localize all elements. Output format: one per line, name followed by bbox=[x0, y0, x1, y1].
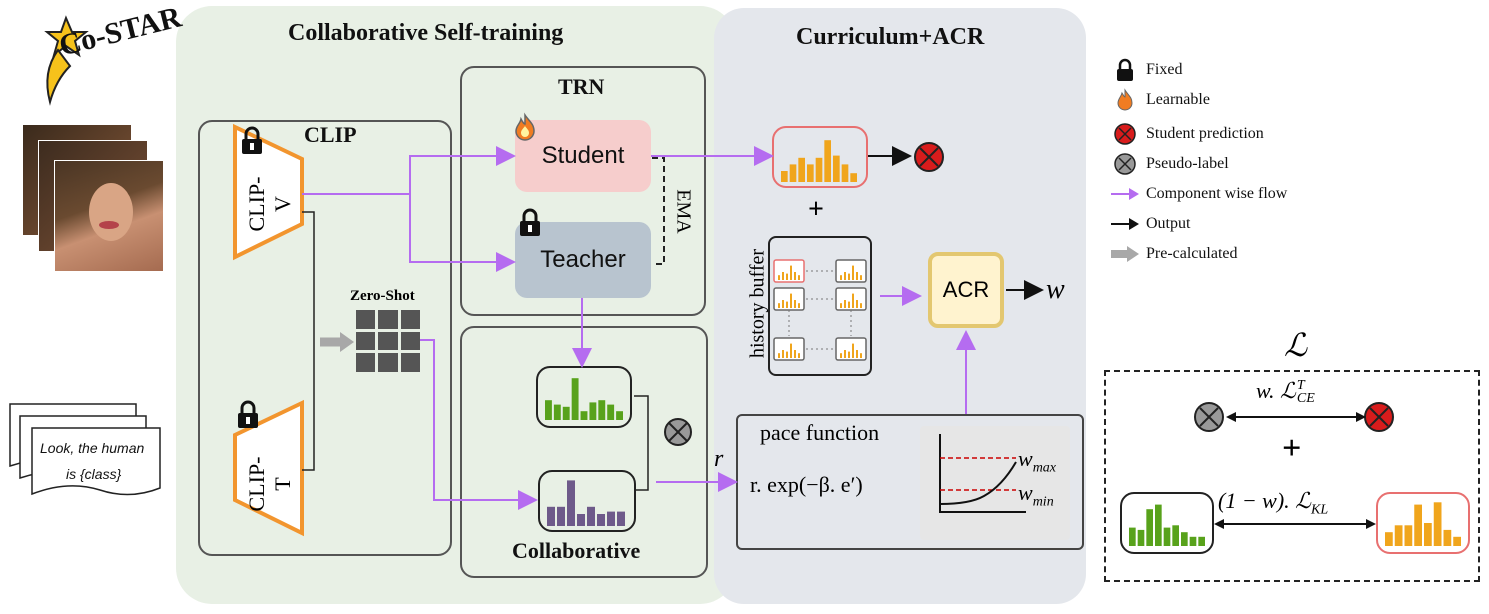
legend-fixed: Fixed bbox=[1112, 58, 1182, 82]
pace-curve bbox=[939, 434, 1026, 513]
student-prediction-icon bbox=[914, 142, 944, 172]
kl-term: (1 − w). ℒKL bbox=[1218, 488, 1329, 518]
prompt-line-1: Look, the human bbox=[40, 440, 145, 456]
lock-icon bbox=[242, 126, 262, 154]
prompt-line-2: is {class} bbox=[66, 466, 122, 482]
legend-precalculated: Pre-calculated bbox=[1111, 242, 1238, 266]
pseudo-label-icon bbox=[1194, 402, 1224, 432]
zero-shot-label: Zero-Shot bbox=[350, 288, 415, 304]
lock-icon bbox=[238, 400, 258, 428]
lock-icon bbox=[1117, 58, 1133, 81]
pace-formula: r. exp(−β. e′) bbox=[750, 472, 863, 497]
student-block: Student bbox=[515, 120, 651, 192]
plus-sign: + bbox=[808, 194, 824, 225]
pace-plot bbox=[920, 426, 1070, 540]
ema-connector bbox=[652, 157, 665, 265]
pace-function-title: pace function bbox=[760, 420, 880, 445]
student-prediction-icon bbox=[1114, 123, 1136, 145]
self-training-title: Collaborative Self-training bbox=[288, 20, 564, 46]
teacher-label: Teacher bbox=[540, 246, 626, 273]
loss-plus: + bbox=[1282, 430, 1302, 467]
w-max-label: wmax bbox=[1018, 446, 1057, 476]
history-buffer bbox=[768, 236, 872, 376]
collaborative-box bbox=[460, 326, 708, 578]
student-prediction-icon bbox=[1364, 402, 1394, 432]
loss-orange-histogram bbox=[1376, 492, 1470, 554]
lock-icon bbox=[520, 208, 540, 236]
gray-arrow-icon bbox=[1111, 246, 1139, 262]
r-label: r bbox=[714, 446, 724, 472]
clip-box bbox=[198, 120, 452, 556]
pseudo-label-icon bbox=[664, 418, 692, 446]
zero-shot-grid bbox=[356, 310, 420, 372]
acr-block: ACR bbox=[928, 252, 1004, 328]
legend-learnable: Learnable bbox=[1112, 88, 1210, 112]
kl-arrow bbox=[1214, 519, 1376, 529]
acr-output-label: w bbox=[1046, 274, 1065, 305]
collaborative-title: Collaborative bbox=[512, 538, 641, 563]
legend-output: Output bbox=[1111, 212, 1190, 236]
prompt-card-stack bbox=[9, 403, 161, 496]
zero-shot-histogram bbox=[538, 470, 636, 532]
video-frames bbox=[22, 124, 164, 272]
black-arrow-icon bbox=[1111, 218, 1139, 230]
loss-box bbox=[1104, 370, 1480, 582]
flame-icon bbox=[515, 112, 535, 141]
clip-title: CLIP bbox=[304, 122, 357, 147]
student-label: Student bbox=[541, 142, 625, 169]
pseudo-label-icon bbox=[1114, 153, 1136, 175]
w-min-label: wmin bbox=[1018, 480, 1054, 510]
legend-pseudo-label: Pseudo-label bbox=[1112, 152, 1229, 176]
acr-label: ACR bbox=[942, 277, 990, 302]
loss-green-histogram bbox=[1120, 492, 1214, 554]
ce-arrow bbox=[1226, 412, 1366, 422]
legend-component-flow: Component wise flow bbox=[1111, 182, 1287, 206]
clip-v-encoder bbox=[233, 123, 304, 261]
legend-student-prediction: Student prediction bbox=[1112, 122, 1264, 146]
trn-title: TRN bbox=[558, 74, 605, 99]
purple-arrow-icon bbox=[1111, 188, 1139, 200]
combine-bracket bbox=[634, 395, 649, 491]
curriculum-title: Curriculum+ACR bbox=[796, 24, 985, 50]
loss-symbol: ℒ bbox=[1284, 327, 1308, 363]
star-logo-icon bbox=[44, 15, 89, 106]
flame-icon bbox=[1117, 88, 1133, 111]
